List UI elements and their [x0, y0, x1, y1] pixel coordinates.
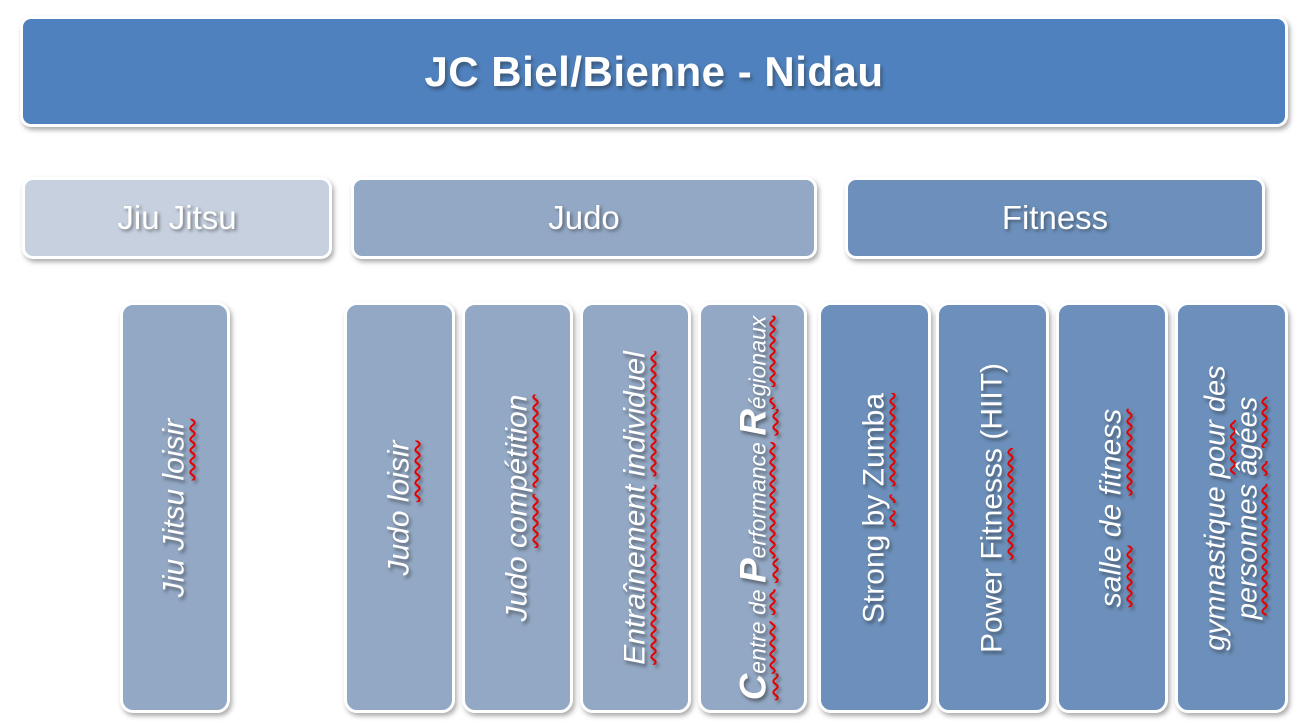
node-power-fitnesss-hiit: Power Fitnesss (HIIT) — [936, 302, 1049, 713]
page-title: JC Biel/Bienne - Nidau — [424, 47, 884, 95]
group-header-label: Fitness — [1001, 199, 1109, 236]
node-label: Centre de Performance Régionaux — [731, 315, 773, 700]
node-label: Strong by Zumba — [857, 392, 891, 623]
node-centre-de-performance-regionaux: Centre de Performance Régionaux — [698, 302, 807, 713]
group-header-label: Jiu Jitsu — [117, 199, 237, 236]
group-header-judo: Judo — [351, 177, 817, 259]
group-header-fitness: Fitness — [845, 177, 1265, 259]
node-label: Judo loisir — [382, 439, 416, 576]
node-salle-de-fitness: salle de fitness — [1056, 302, 1168, 713]
node-label: Entraînement individuel — [618, 350, 652, 665]
group-header-jiu-jitsu: Jiu Jitsu — [22, 177, 332, 259]
node-judo-loisir: Judo loisir — [344, 302, 455, 713]
node-label: Power Fitnesss (HIIT) — [975, 362, 1009, 653]
org-chart-title-box: JC Biel/Bienne - Nidau — [20, 16, 1288, 127]
node-strong-by-zumba: Strong by Zumba — [818, 302, 931, 713]
node-label: Jiu Jitsu loisir — [157, 418, 191, 597]
node-judo-competition: Judo compétition — [462, 302, 573, 713]
node-jiu-jitsu-loisir: Jiu Jitsu loisir — [120, 302, 230, 713]
node-label: salle de fitness — [1094, 408, 1128, 607]
group-header-label: Judo — [548, 199, 620, 236]
node-entrainement-individuel: Entraînement individuel — [580, 302, 691, 713]
node-label: Judo compétition — [500, 394, 534, 621]
